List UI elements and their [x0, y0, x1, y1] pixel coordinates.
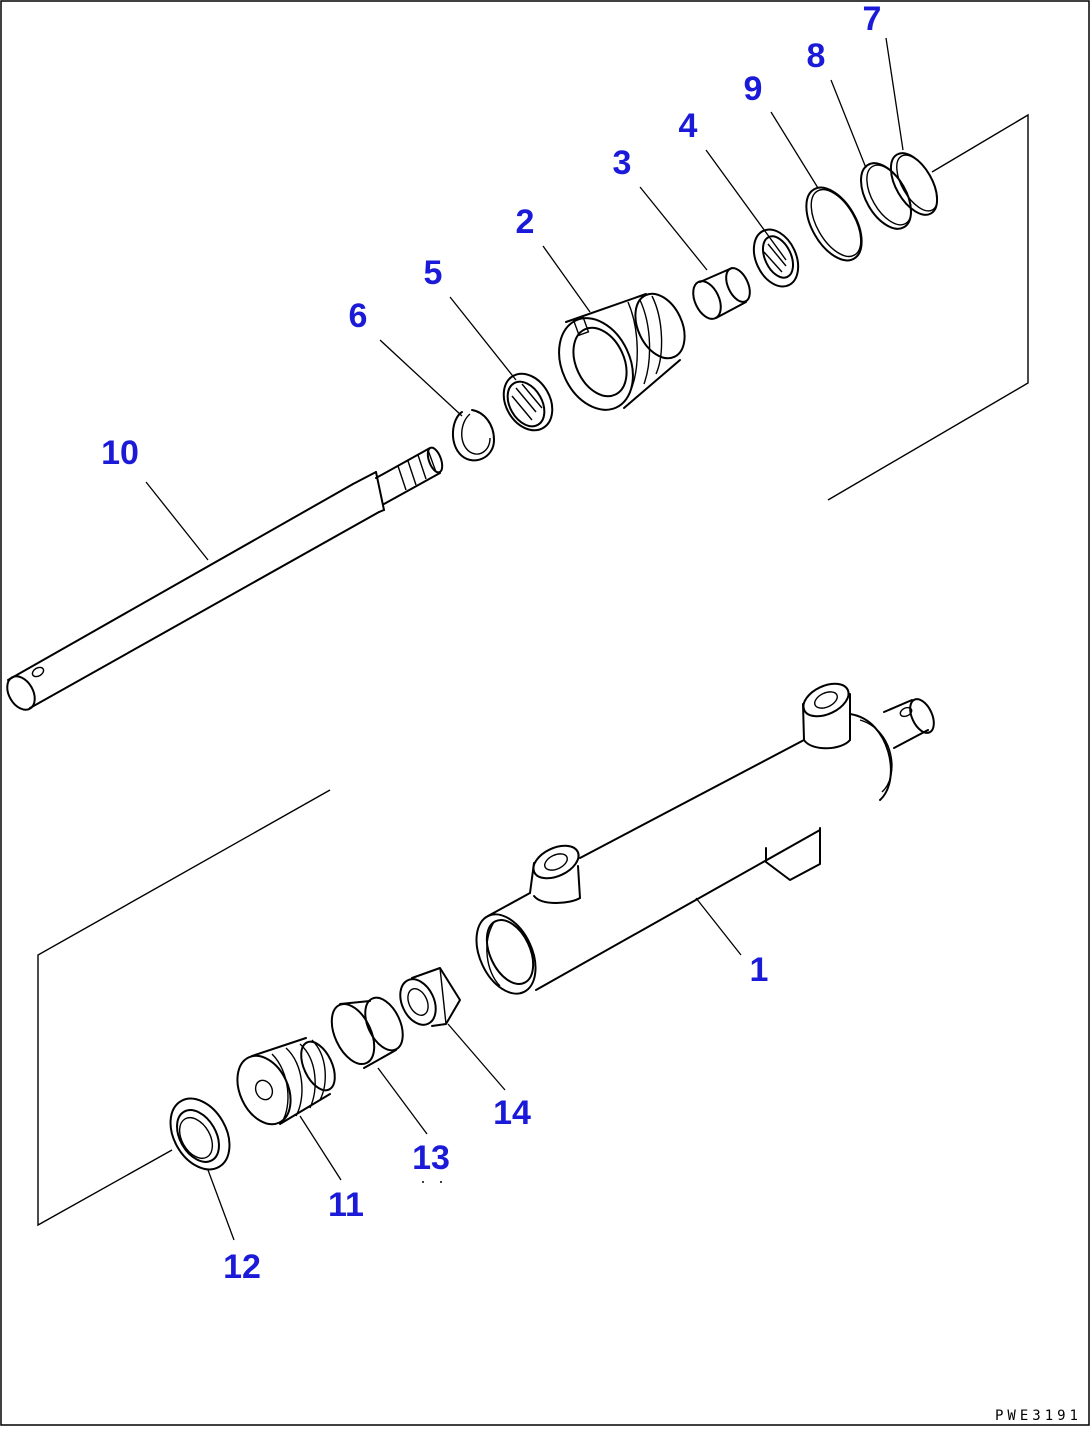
wear-ring-part-13	[330, 996, 404, 1069]
leader-1	[695, 897, 742, 956]
dust-seal-part-4	[752, 228, 800, 288]
leader-5	[449, 296, 517, 381]
callout-9: 9	[744, 70, 763, 108]
ring-part-7	[889, 152, 939, 216]
piston-part-11	[236, 1037, 336, 1126]
callout-labels: 1 2 3 4 5 6 7 8 9 10 11 12 13 14	[101, 0, 881, 1286]
cylinder-tube-part-1	[475, 682, 935, 995]
leader-3	[639, 186, 708, 271]
leader-11	[299, 1115, 342, 1181]
callout-7: 7	[863, 0, 882, 38]
leader-2	[542, 245, 591, 313]
callout-6: 6	[349, 297, 368, 335]
leader-4	[705, 149, 771, 239]
leader-13	[377, 1067, 428, 1135]
callout-2: 2	[516, 203, 535, 241]
callout-8: 8	[807, 37, 826, 75]
leader-lines	[145, 37, 904, 1241]
callout-5: 5	[424, 254, 443, 292]
callout-14: 14	[493, 1094, 531, 1132]
drawing-code: PWE3191	[995, 1408, 1082, 1424]
o-ring-part-9	[805, 186, 863, 262]
head-part-2	[558, 292, 686, 411]
leader-7	[885, 37, 904, 151]
upper-assembly-bracket	[827, 113, 1029, 501]
leader-8	[830, 79, 867, 169]
leader-14	[447, 1023, 506, 1091]
bushing-part-3	[692, 267, 751, 320]
leader-9	[770, 111, 819, 189]
snap-ring-part-6	[452, 409, 495, 462]
callout-3: 3	[613, 144, 632, 182]
backup-ring-part-8	[860, 162, 912, 230]
leader-12	[207, 1169, 235, 1241]
seal-part-12	[169, 1097, 231, 1171]
callout-4: 4	[679, 107, 698, 145]
lower-assembly-bracket	[37, 789, 331, 1227]
callout-10: 10	[101, 434, 139, 472]
piston-rod-part-10	[6, 446, 444, 711]
callout-11: 11	[328, 1186, 364, 1224]
callout-1: 1	[750, 951, 769, 989]
callout-12: 12	[223, 1248, 261, 1286]
seal-part-5	[502, 372, 554, 432]
leader-6	[379, 339, 463, 417]
callout-13: 13	[412, 1139, 450, 1177]
nut-part-14	[399, 967, 461, 1027]
leader-10	[145, 481, 209, 561]
